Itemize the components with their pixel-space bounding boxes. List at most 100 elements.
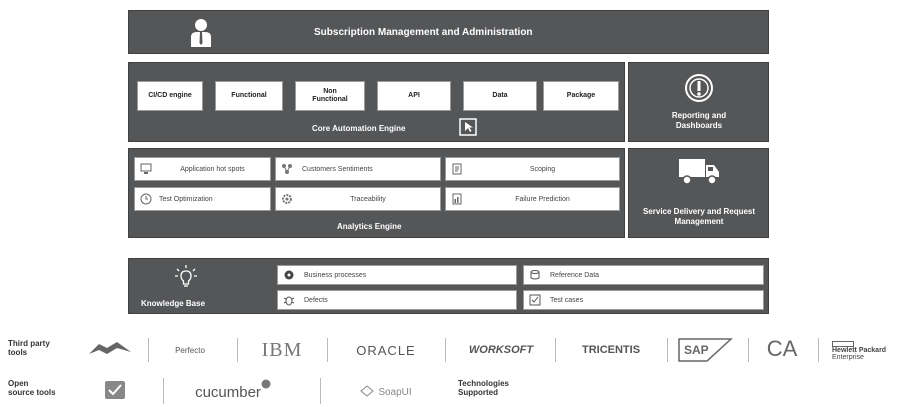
- core-button-package[interactable]: Package: [543, 81, 619, 111]
- technologies-supported-label: Technologies Supported: [458, 379, 509, 398]
- analytics-title: Analytics Engine: [337, 222, 402, 231]
- bug-icon: [280, 294, 298, 306]
- core-button-label: Non Functional: [312, 88, 348, 103]
- core-button-label: API: [408, 92, 420, 100]
- tool-label: SAP: [684, 343, 709, 357]
- open-source-label-line: source tools: [8, 387, 56, 397]
- tool-label: SoapUI: [378, 386, 412, 398]
- knowledge-base: Knowledge Base Business processes Refere…: [128, 258, 769, 314]
- soapui-logo-icon: [360, 384, 375, 400]
- technologies-label-line: Supported: [458, 387, 498, 397]
- tool-label: cucumber: [195, 383, 261, 401]
- truck-icon: [677, 155, 721, 192]
- tool-oracle: ORACLE: [338, 338, 434, 362]
- tool-sap: SAP: [676, 337, 734, 363]
- tool-label: TRICENTIS: [581, 344, 641, 356]
- process-icon: [280, 269, 298, 281]
- open-source-label: Open source tools: [8, 379, 56, 398]
- core-button-nonfunctional[interactable]: Non Functional: [295, 81, 365, 111]
- document-icon: [448, 163, 466, 175]
- clock-icon: [137, 193, 155, 205]
- tool-ca: CA: [756, 334, 808, 364]
- core-button-label: CI/CD engine: [148, 92, 192, 100]
- gauge-icon: [684, 73, 714, 108]
- analytics-item-optimization[interactable]: Test Optimization: [134, 187, 271, 211]
- analytics-engine: Application hot spots Customers Sentimen…: [128, 148, 625, 238]
- chart-document-icon: [448, 193, 466, 205]
- separator: [445, 338, 446, 362]
- knowledge-item-reference[interactable]: Reference Data: [523, 265, 764, 285]
- gear-icon: [278, 193, 296, 205]
- reporting-title: Reporting and Dashboards: [671, 111, 727, 131]
- knowledge-item-label: Reference Data: [550, 271, 600, 279]
- separator: [818, 338, 819, 362]
- knowledge-title: Knowledge Base: [141, 299, 206, 308]
- analytics-item-label: Traceability: [350, 195, 386, 203]
- core-button-label: Package: [566, 92, 596, 100]
- tool-label: ORACLE: [356, 342, 416, 358]
- tool-tricentis: TRICENTIS: [563, 338, 659, 362]
- separator: [320, 378, 321, 404]
- analytics-item-sentiments[interactable]: Customers Sentiments: [275, 157, 441, 181]
- tool-ibm: IBM: [250, 336, 314, 364]
- analytics-item-label: Customers Sentiments: [302, 165, 373, 173]
- tool-label: Enterprise: [832, 354, 864, 361]
- monitor-icon: [137, 163, 155, 175]
- core-button-api[interactable]: API: [377, 81, 451, 111]
- reporting-dashboards: Reporting and Dashboards: [628, 62, 769, 142]
- core-button-cicd[interactable]: CI/CD engine: [137, 81, 203, 111]
- tool-label: IBM: [261, 338, 303, 361]
- analytics-item-scoping[interactable]: Scoping: [445, 157, 620, 181]
- separator: [555, 338, 556, 362]
- analytics-item-traceability[interactable]: Traceability: [275, 187, 441, 211]
- tool-label: Hewlett Packard: [832, 347, 887, 354]
- tool-label: WORKSOFT: [468, 344, 534, 356]
- subscription-title: Subscription Management and Administrati…: [314, 27, 533, 38]
- lightbulb-icon: [174, 264, 198, 295]
- core-button-label: Data: [492, 92, 508, 100]
- tool-cucumber: cucumber: [188, 379, 278, 404]
- knowledge-item-testcases[interactable]: Test cases: [523, 290, 764, 310]
- knowledge-item-label: Defects: [304, 296, 328, 304]
- core-button-functional[interactable]: Functional: [215, 81, 283, 111]
- sap-logo-icon: [678, 338, 733, 362]
- separator: [327, 338, 328, 362]
- technologies-label-line: Technologies: [458, 379, 509, 388]
- user-icon: [189, 17, 213, 54]
- tool-worksoft: WORKSOFT: [455, 338, 547, 362]
- core-automation-engine: CI/CD engine Functional Non Functional A…: [128, 62, 625, 142]
- knowledge-item-label: Business processes: [304, 271, 367, 279]
- hpe-logo-icon: [832, 341, 854, 347]
- separator: [163, 378, 164, 404]
- tool-label: Perfecto: [175, 345, 205, 355]
- analytics-item-label: Scoping: [529, 165, 556, 173]
- analytics-item-failure[interactable]: Failure Prediction: [445, 187, 620, 211]
- third-party-label-line: tools: [8, 347, 28, 357]
- analytics-item-label: Application hot spots: [180, 165, 245, 173]
- third-party-label: Third party tools: [8, 339, 50, 358]
- analytics-item-hotspots[interactable]: Application hot spots: [134, 157, 271, 181]
- knowledge-item-label: Test cases: [550, 296, 584, 304]
- selenium-logo-icon: [100, 378, 130, 402]
- service-delivery: Service Delivery and Request Management: [628, 148, 769, 238]
- subscription-bar: Subscription Management and Administrati…: [128, 10, 769, 54]
- testcase-icon: [526, 294, 544, 306]
- separator: [667, 338, 668, 362]
- tool-soapui: SoapUI: [346, 380, 426, 404]
- analytics-item-label: Failure Prediction: [515, 195, 570, 203]
- tool-label: CA: [766, 336, 798, 361]
- separator: [237, 338, 238, 362]
- automation-icon: [459, 118, 477, 141]
- analytics-item-label: Test Optimization: [159, 195, 213, 203]
- database-icon: [526, 269, 544, 281]
- knowledge-item-business[interactable]: Business processes: [277, 265, 517, 285]
- tool-hpe: Hewlett Packard Enterprise: [832, 336, 910, 366]
- separator: [748, 338, 749, 362]
- knowledge-item-defects[interactable]: Defects: [277, 290, 517, 310]
- open-source-label-line: Open: [8, 379, 29, 388]
- service-title: Service Delivery and Request Management: [642, 207, 756, 227]
- perforce-logo-icon: [85, 338, 135, 362]
- network-icon: [278, 163, 296, 175]
- core-button-data[interactable]: Data: [463, 81, 537, 111]
- cucumber-logo-icon: [261, 376, 271, 393]
